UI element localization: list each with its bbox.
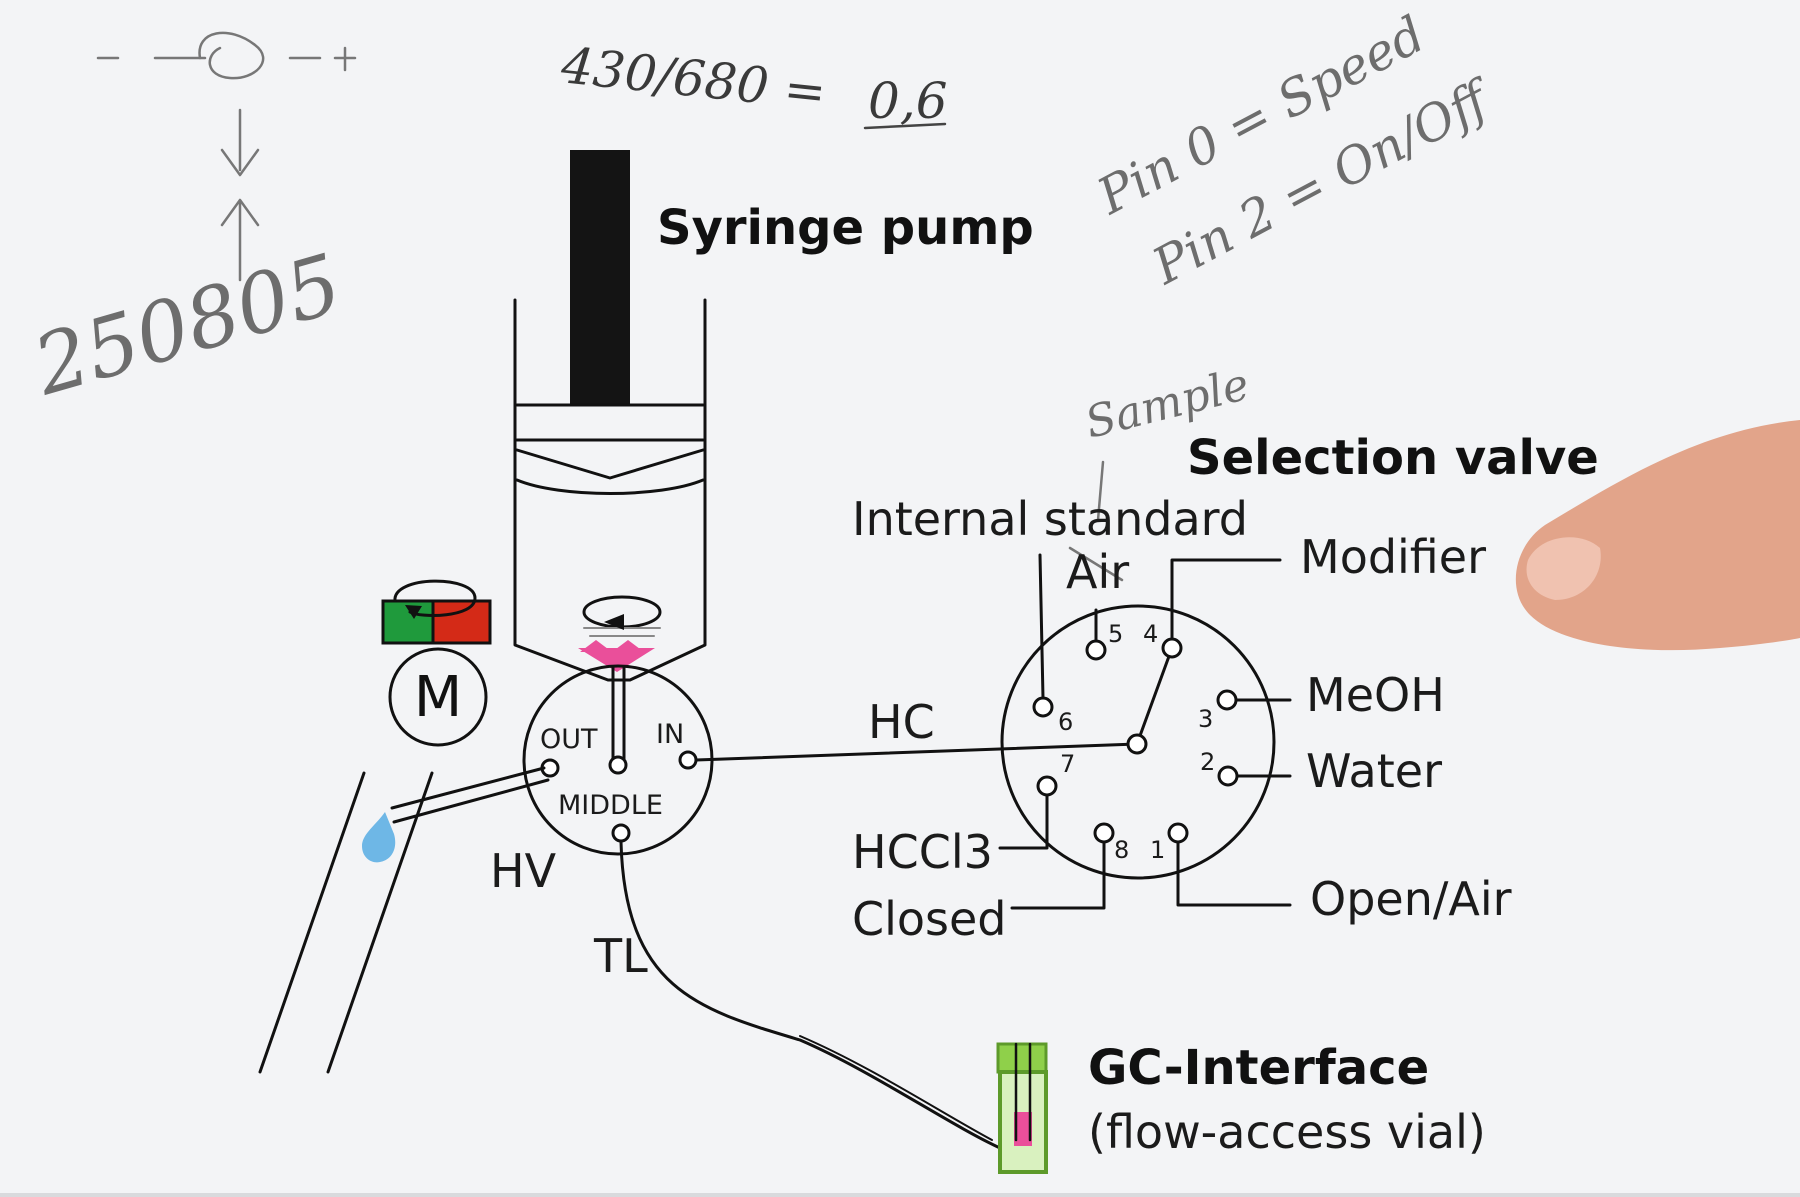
- sv-pin-6: 6: [1058, 708, 1073, 736]
- hv-dot-center: [608, 755, 628, 775]
- vial-cap: [996, 1042, 1048, 1074]
- hc-label: HC: [868, 695, 935, 749]
- gc-vial: [996, 1042, 1048, 1174]
- hv-port-middle: MIDDLE: [558, 790, 663, 821]
- selection-valve-body: [1000, 604, 1276, 880]
- sv-pin-5: 5: [1108, 620, 1123, 648]
- selector-arm: [1135, 646, 1174, 746]
- hv-dot-middle: [611, 823, 631, 843]
- sv-port-4-dot: [1161, 637, 1183, 659]
- hv-label: HV: [490, 844, 557, 898]
- motor-switch: [381, 579, 492, 645]
- motor-sketch: [96, 31, 357, 282]
- piston-tip: [578, 640, 655, 672]
- sv-port-5-dot: [1085, 639, 1107, 661]
- sv-label-meoh: MeOH: [1306, 668, 1445, 722]
- pointing-finger: [1515, 420, 1800, 651]
- sv-label-modifier: Modifier: [1300, 530, 1486, 584]
- transfer-line: [619, 840, 1002, 1150]
- sv-label-internal-standard: Internal standard: [852, 492, 1248, 546]
- fingernail: [1526, 537, 1601, 600]
- sv-label-open-air: Open/Air: [1310, 872, 1512, 926]
- head-valve: OUT IN MIDDLE HV: [490, 664, 714, 898]
- gc-interface-title: GC-Interface: [1088, 1040, 1429, 1096]
- motor: M: [388, 647, 488, 747]
- tl-label: TL: [593, 929, 648, 983]
- holding-coil-line: [694, 742, 1139, 762]
- selection-valve: 1 2 3 4 5 6 7 8: [998, 553, 1292, 910]
- switch-arrow-icon: [393, 579, 477, 617]
- selection-valve-title: Selection valve: [1187, 430, 1599, 486]
- motor-circle: [388, 647, 488, 747]
- syringe-pump: [513, 150, 707, 682]
- sv-port-6-dot: [1032, 696, 1054, 718]
- syringe-barrel: [513, 298, 707, 682]
- sample-pointer: [1096, 460, 1105, 522]
- sv-center-dot: [1126, 733, 1148, 755]
- sv-port-2-dot: [1217, 765, 1239, 787]
- switch-red: [431, 599, 492, 645]
- sv-pin-7: 7: [1060, 750, 1075, 778]
- syringe-pump-title: Syringe pump: [657, 200, 1034, 256]
- sv-label-hccl3: HCCl3: [852, 825, 993, 879]
- handwritten-result: 0,6: [868, 72, 948, 130]
- motor-label: M: [414, 665, 462, 730]
- sv-pin-4: 4: [1143, 620, 1158, 648]
- sv-label-water: Water: [1306, 744, 1442, 798]
- sv-port-8-dot: [1093, 822, 1115, 844]
- rotation-arrow-icon: [582, 595, 662, 637]
- air-strike: [1068, 546, 1124, 582]
- sv-port-7-dot: [1036, 775, 1058, 797]
- sv-label-closed: Closed: [852, 892, 1007, 946]
- hv-port-in: IN: [656, 719, 684, 750]
- hv-dot-in: [678, 750, 698, 770]
- outlet-tube: [258, 766, 550, 1074]
- sv-port-3-dot: [1216, 689, 1238, 711]
- finger-shape: [1515, 420, 1800, 651]
- vial-liquid: [1014, 1112, 1032, 1146]
- gc-interface-subtitle: (flow-access vial): [1088, 1105, 1486, 1159]
- droplet: [362, 812, 396, 863]
- sv-pin-1: 1: [1150, 836, 1165, 864]
- plunger-head: [515, 403, 705, 495]
- plunger-rod: [570, 150, 630, 405]
- hv-port-out: OUT: [540, 724, 598, 755]
- sv-label-air: Air: [1066, 545, 1129, 599]
- sv-port-1-dot: [1167, 822, 1189, 844]
- sv-pin-8: 8: [1114, 836, 1129, 864]
- sv-pin-2: 2: [1200, 748, 1215, 776]
- sv-pin-3: 3: [1198, 705, 1213, 733]
- result-underline: [863, 122, 947, 130]
